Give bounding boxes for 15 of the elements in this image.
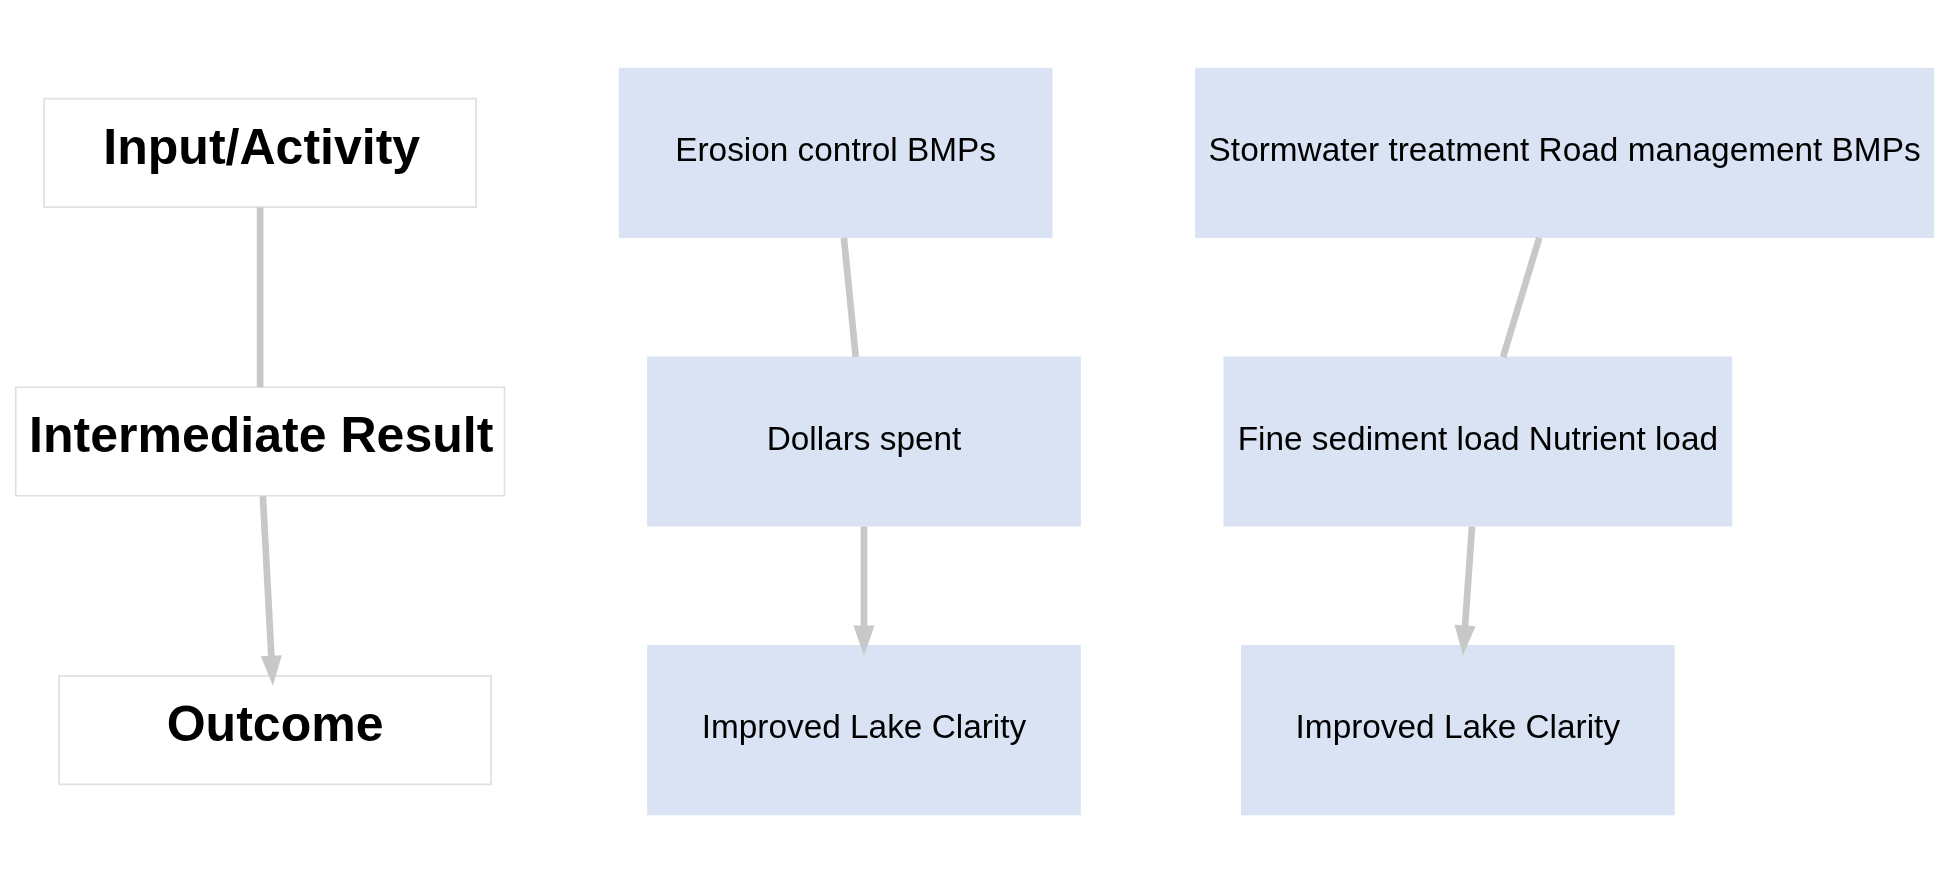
connector	[840, 237, 860, 357]
connector	[1499, 236, 1543, 358]
node-box: Improved Lake Clarity	[1241, 644, 1675, 815]
node-box: Dollars spent	[647, 355, 1081, 527]
arrow	[1454, 525, 1476, 656]
node-box: Intermediate Result	[14, 385, 506, 497]
node-box: Fine sediment load Nutrient load	[1223, 355, 1733, 527]
node-box: Input/Activity	[43, 97, 477, 208]
connector	[256, 207, 264, 387]
node-box: Stormwater treatment Road management BMPs	[1195, 67, 1935, 238]
node-box: Improved Lake Clarity	[647, 644, 1081, 815]
arrow	[259, 495, 282, 686]
node-box: Outcome	[58, 674, 492, 785]
node-box: Erosion control BMPs	[618, 67, 1053, 238]
arrow	[853, 525, 875, 656]
